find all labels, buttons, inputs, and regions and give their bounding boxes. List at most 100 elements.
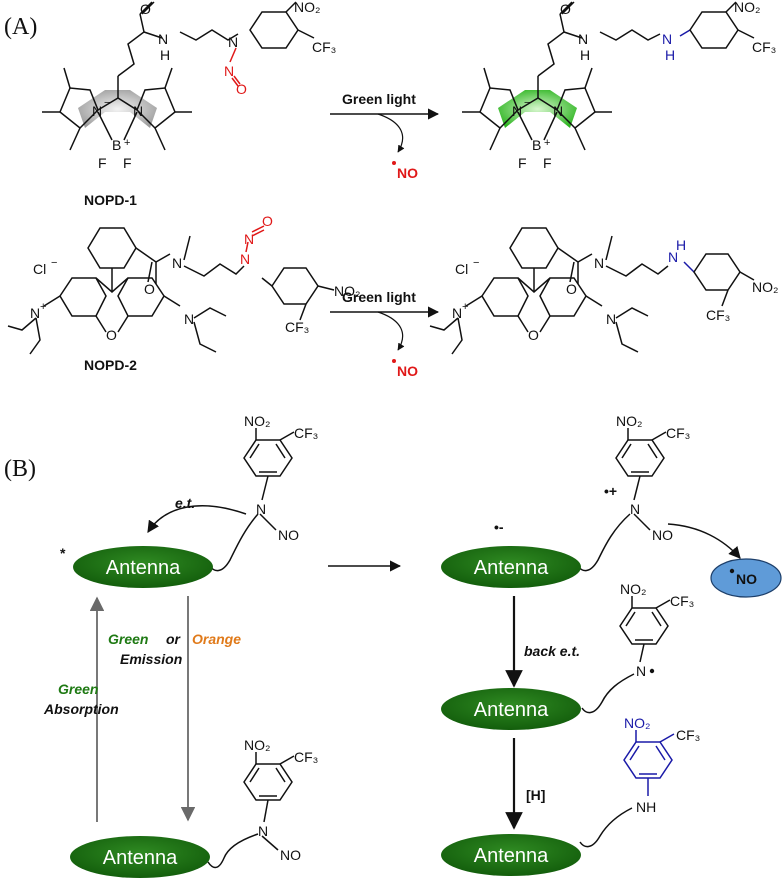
released-no-1: NO (397, 165, 418, 181)
excited-state-star: * (60, 545, 66, 561)
released-no-2: NO (397, 363, 418, 379)
atom-cl-product2: Cl (455, 261, 468, 277)
label-no2-scheme2: NO₂ (244, 737, 270, 753)
atom-n-product2-right: N (606, 311, 616, 327)
atom-h-nopd1: H (160, 47, 170, 63)
label-cf3-scheme4: CF₃ (670, 593, 694, 609)
antenna-aminyl (441, 688, 581, 730)
atom-cl-nopd2: Cl (33, 261, 46, 277)
label-nh-scheme5: NH (636, 799, 656, 815)
charge-cl-product2: − (473, 257, 479, 269)
charge-plus-product1: + (544, 137, 550, 149)
antenna-aminyl-label: Antenna (474, 699, 549, 721)
antenna-final-label: Antenna (474, 845, 549, 867)
no-bubble-dot (729, 568, 735, 574)
atom-n-bodipy1-right: N (133, 103, 143, 119)
atom-n-nitroso2: N (244, 231, 254, 247)
atom-n-nopd1: N (158, 31, 168, 47)
antenna-final (441, 834, 581, 876)
atom-b-1: B (112, 137, 121, 153)
antenna-charge-separated (441, 546, 581, 588)
label-no2-scheme1: NO₂ (244, 413, 270, 429)
label-cf3-product2: CF₃ (706, 307, 730, 323)
h-label: [H] (526, 787, 545, 803)
nopd1-structure (42, 1, 315, 151)
atom-f-product1a: F (518, 155, 527, 171)
charge-minus-1: − (104, 97, 110, 109)
label-no2-scheme5: NO₂ (624, 715, 650, 731)
label-no2-product2: NO₂ (752, 279, 778, 295)
label-cf3-scheme5: CF₃ (676, 727, 700, 743)
emission-label: Emission (120, 651, 182, 667)
label-cf3-nopd1: CF₃ (312, 39, 336, 55)
atom-o-nitroso1: O (236, 81, 247, 97)
scheme-top-right-aryl (577, 428, 741, 572)
emission-or-label: or (166, 631, 182, 647)
atom-n-product2-amide: N (594, 255, 604, 271)
atom-n-scheme3: N (630, 501, 640, 517)
compound-label-nopd2: NOPD-2 (84, 357, 137, 373)
nopd2-product-structure (429, 227, 755, 355)
atom-f-1a: F (98, 155, 107, 171)
no-radical-dot-2 (392, 359, 396, 363)
atom-n-nopd2-right: N (184, 311, 194, 327)
emission-green-label: Green (108, 631, 148, 647)
atom-n-product1-right: N (553, 103, 563, 119)
antenna-charge-separated-label: Antenna (474, 557, 549, 579)
scheme-bottom-right-aryl (579, 730, 675, 848)
compound-label-nopd1: NOPD-1 (84, 192, 137, 208)
no-release-arrow-1 (377, 113, 405, 153)
antenna-ground (70, 836, 210, 878)
charge-cl-nopd2: − (51, 257, 57, 269)
charge-minus-product1: − (524, 97, 530, 109)
atom-nh-product2: N (668, 249, 678, 265)
emission-orange-label: Orange (192, 631, 241, 647)
no-release-arrow-2 (377, 311, 405, 351)
label-cf3-nopd2: CF₃ (285, 319, 309, 335)
atom-n-nitroso2-amine: N (240, 251, 250, 267)
atom-h-product1: H (580, 47, 590, 63)
atom-n-scheme4: N (636, 663, 646, 679)
scheme-bottom-left-aryl (207, 752, 295, 869)
charge-n-product2: + (462, 301, 468, 313)
atom-o-product1: O (560, 1, 571, 17)
atom-n-product1: N (578, 31, 588, 47)
scheme-top-left-aryl (147, 428, 295, 572)
atom-n-nitroso1: N (224, 63, 234, 79)
radical-cation-label: •+ (604, 483, 617, 499)
aminyl-radical-dot (649, 668, 655, 674)
back-et-label: back e.t. (524, 643, 580, 659)
label-cf3-product1: CF₃ (752, 39, 776, 55)
label-no2-scheme3: NO₂ (616, 413, 642, 429)
atom-n-product2-left: N (452, 305, 462, 321)
panel-a-label: (A) (4, 14, 37, 40)
no-bubble-label: NO (736, 571, 757, 587)
antenna-excited-label: Antenna (106, 557, 181, 579)
panel-b-label: (B) (4, 456, 36, 482)
green-light-label-1: Green light (342, 91, 416, 107)
label-no2-scheme4: NO₂ (620, 581, 646, 597)
charge-n-nopd2: + (40, 301, 46, 313)
green-light-label-2: Green light (342, 289, 416, 305)
atom-n-nopd2-left: N (30, 305, 40, 321)
no-radical-dot-1 (392, 161, 396, 165)
atom-b-product1: B (532, 137, 541, 153)
electron-transfer-label: e.t. (175, 495, 195, 511)
radical-anion-label: •- (494, 519, 504, 535)
atom-o-nopd2-xanthene: O (106, 327, 117, 343)
no-bubble (710, 558, 782, 598)
atom-n-product1-left: N (512, 103, 522, 119)
label-cf3-scheme1: CF₃ (294, 425, 318, 441)
antenna-ground-label: Antenna (103, 847, 178, 869)
atom-o-nopd2-amide: O (144, 281, 155, 297)
label-no2-nopd1: NO₂ (294, 0, 320, 15)
charge-plus-1: + (124, 137, 130, 149)
label-cf3-scheme3: CF₃ (666, 425, 690, 441)
atom-n-scheme1: N (256, 501, 266, 517)
atom-h-product2: H (676, 237, 686, 253)
atom-n-bodipy1-left: N (92, 103, 102, 119)
atom-o-nitroso2: O (262, 213, 273, 229)
label-cf3-scheme2: CF₃ (294, 749, 318, 765)
atom-f-1b: F (123, 155, 132, 171)
